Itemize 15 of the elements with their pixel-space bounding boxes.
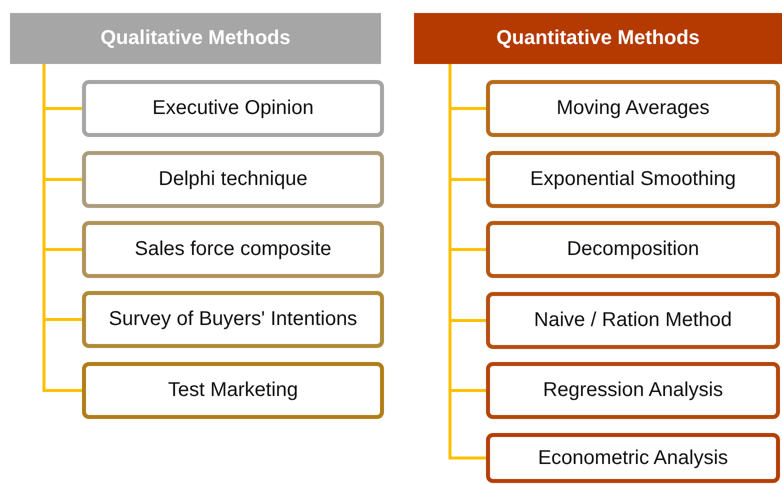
method-box: Decomposition [486, 221, 780, 278]
method-box: Test Marketing [82, 362, 384, 419]
method-box: Exponential Smoothing [486, 151, 780, 208]
method-box: Survey of Buyers' Intentions [82, 291, 384, 348]
method-box: Delphi technique [82, 151, 384, 208]
method-box: Sales force composite [82, 221, 384, 278]
method-box: Naive / Ration Method [486, 292, 780, 349]
connector-line [448, 64, 486, 460]
category-header: Qualitative Methods [10, 13, 381, 64]
connector-line [42, 64, 82, 392]
category-header: Quantitative Methods [414, 13, 782, 64]
method-box: Executive Opinion [82, 80, 384, 137]
method-box: Regression Analysis [486, 362, 780, 419]
method-box: Moving Averages [486, 80, 780, 137]
method-box: Econometric Analysis [486, 433, 780, 483]
